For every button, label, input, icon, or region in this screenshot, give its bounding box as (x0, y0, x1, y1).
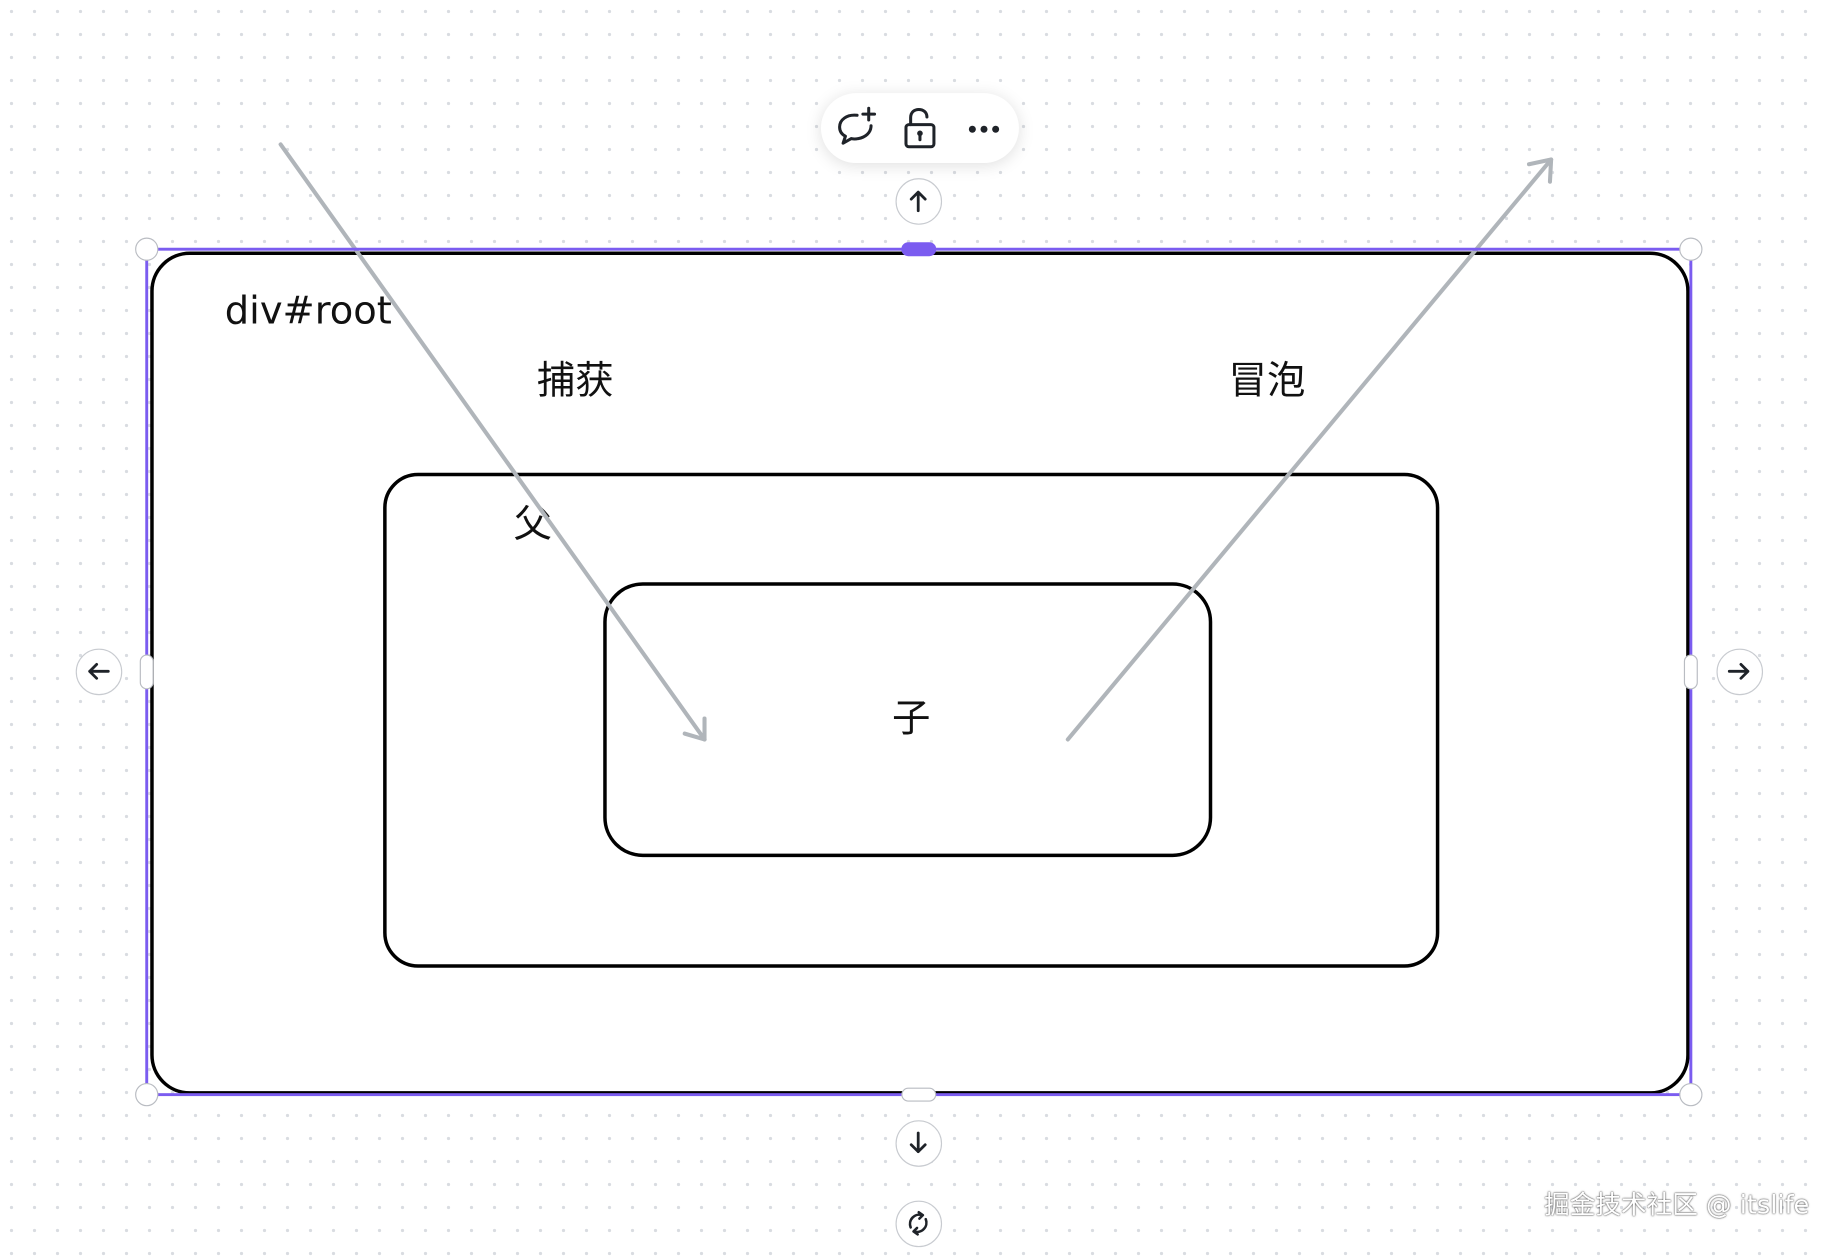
add-node-right-button[interactable] (1716, 648, 1764, 696)
add-node-down-button[interactable] (895, 1120, 943, 1167)
arrow-right-icon (1727, 662, 1750, 680)
resize-handle-bottom-right[interactable] (1679, 1082, 1703, 1107)
resize-handle-top-right[interactable] (1679, 237, 1703, 261)
capture-label: 捕获 (536, 357, 614, 403)
arrow-up-icon (909, 190, 927, 213)
add-node-up-button[interactable] (895, 178, 943, 225)
resize-handle-top[interactable] (901, 242, 937, 257)
parent-label: 父 (513, 500, 552, 547)
comment-add-icon[interactable] (830, 102, 881, 153)
watermark: 掘金技术社区 @ itslife (1544, 1191, 1810, 1221)
resize-handle-left[interactable] (139, 654, 154, 690)
floating-toolbar (820, 93, 1019, 164)
root-label: div#root (224, 287, 392, 334)
arrow-left-icon (88, 662, 110, 680)
resize-handle-right[interactable] (1683, 654, 1698, 690)
add-node-left-button[interactable] (75, 648, 123, 696)
resize-handle-bottom-left[interactable] (135, 1082, 159, 1107)
rotate-icon (908, 1210, 928, 1236)
resize-handle-top-left[interactable] (135, 237, 159, 261)
arrow-down-icon (909, 1131, 927, 1154)
child-label: 子 (892, 695, 931, 741)
resize-handle-bottom[interactable] (901, 1087, 937, 1102)
unlock-icon[interactable] (894, 102, 945, 153)
rotate-button[interactable] (895, 1200, 943, 1248)
more-icon[interactable] (958, 102, 1009, 153)
bubble-label: 冒泡 (1228, 357, 1306, 403)
